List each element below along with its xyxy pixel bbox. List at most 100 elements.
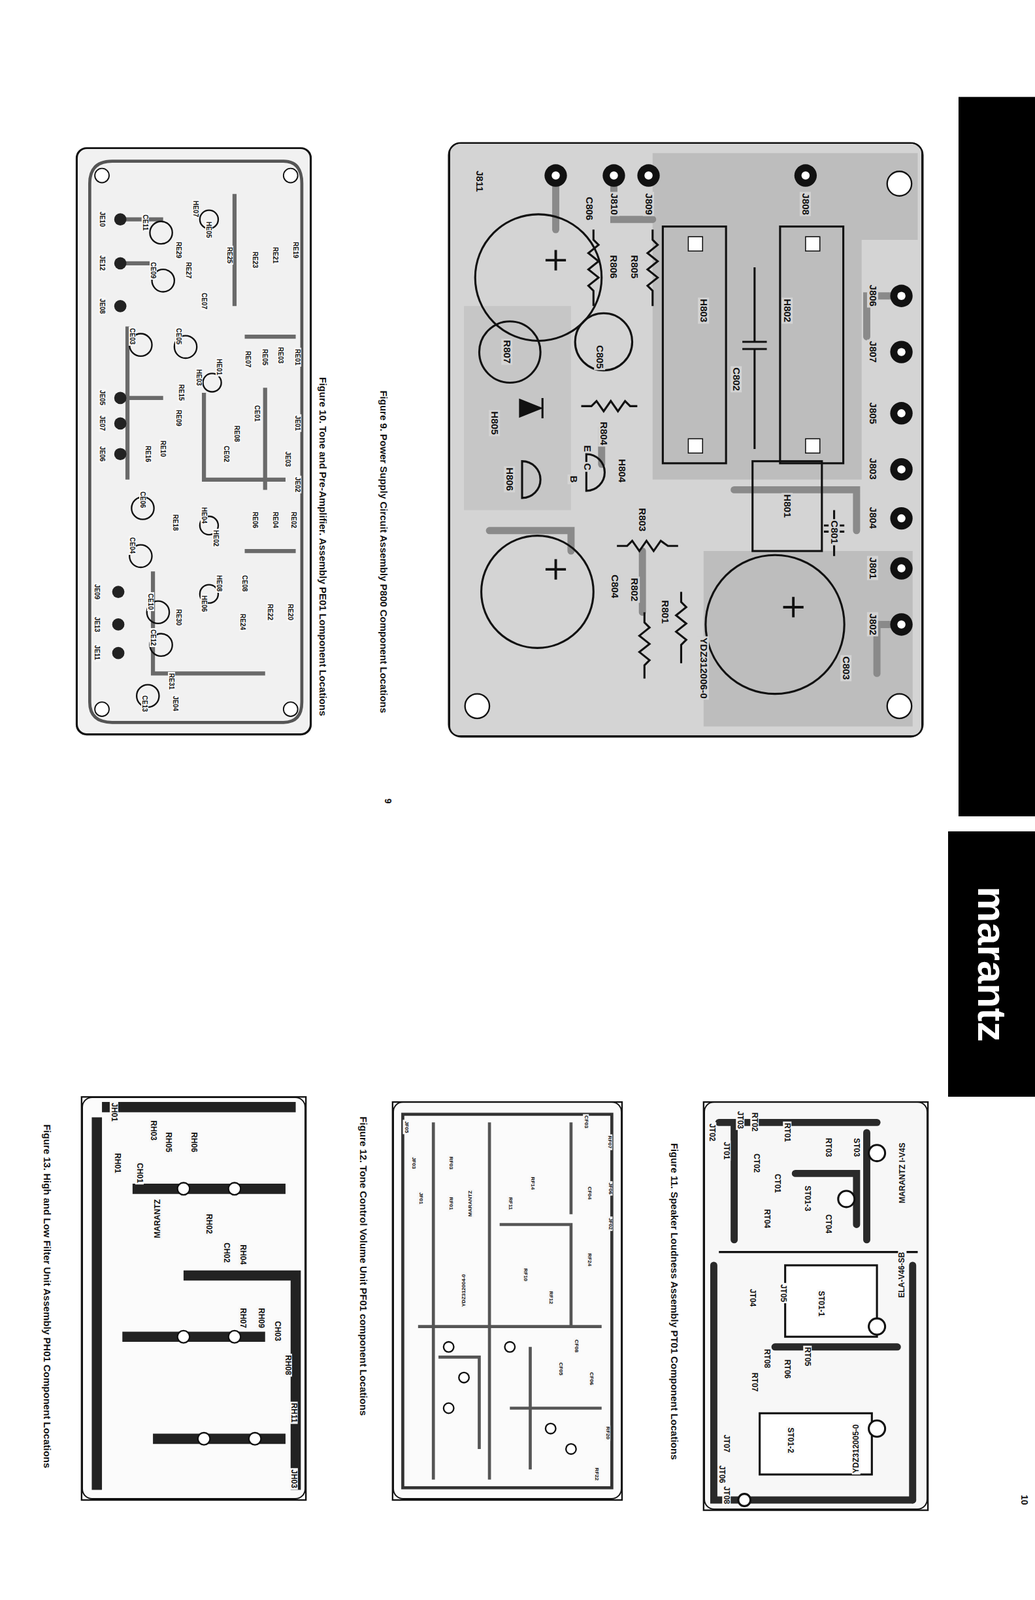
pcb-pt01-artwork (730, 1121, 738, 1240)
component-label: CT04 (823, 1212, 833, 1235)
component-label: J802 (867, 611, 879, 636)
component-label: JT05 (778, 1282, 788, 1303)
component-label: HE02 (212, 528, 220, 548)
component-label: JT02 (707, 1121, 717, 1143)
component-label: RH08 (282, 1353, 292, 1377)
component-label: RE07 (244, 349, 252, 369)
pcb-p800-artwork (545, 250, 566, 271)
pcb-p800-artwork (581, 401, 638, 412)
pcb-pf01-artwork (569, 1121, 574, 1215)
pcb-pf01-artwork (509, 1406, 602, 1410)
pcb-pt01-artwork (908, 1265, 917, 1500)
pcb-pt01-artwork (869, 1317, 886, 1335)
component-label: RE19 (292, 240, 300, 260)
component-label: JF02 (607, 1215, 613, 1231)
component-label: HE06 (200, 593, 208, 613)
component-label: MARANTZ I-V4S (897, 1140, 907, 1205)
pcb-pf01-artwork (443, 1402, 455, 1414)
component-label: RE10 (159, 439, 167, 459)
component-label: CE12 (149, 627, 157, 647)
pcb-p800-artwork (752, 461, 822, 551)
component-label: JE02 (294, 475, 302, 494)
pcb-p800-artwork (897, 514, 905, 523)
pcb-pf01-artwork (392, 1101, 623, 1500)
component-label: CT02 (752, 1151, 762, 1173)
component-label: R807 (501, 338, 513, 365)
component-label: RE31 (167, 671, 176, 691)
component-label: CH01 (135, 1161, 144, 1184)
pcb-p800-artwork (602, 164, 625, 187)
pcb-ph01-artwork (177, 1182, 262, 1445)
component-label: RF20 (604, 1425, 611, 1441)
component-label: RH04 (238, 1242, 247, 1266)
pcb-pf01-artwork (392, 1101, 623, 1500)
pcb-p800-artwork (448, 143, 924, 738)
component-label: R803 (637, 507, 649, 534)
component-label: CH03 (273, 1319, 282, 1343)
component-label: C804 (609, 573, 621, 600)
pcb-pe01-artwork (125, 326, 130, 480)
component-label: RT01 (782, 1121, 792, 1143)
pcb-pt01-artwork (774, 1342, 898, 1350)
component-label: RE08 (233, 424, 241, 444)
brand-logo: marantz (969, 886, 1014, 1042)
pcb-pt01-artwork (703, 1101, 928, 1510)
pcb-pe01-artwork (114, 392, 127, 405)
component-label: RE30 (175, 607, 183, 627)
pcb-ph01-artwork (197, 1432, 211, 1445)
component-label: RT08 (762, 1347, 772, 1369)
pcb-p800-artwork (639, 550, 647, 613)
component-label: H803 (697, 297, 709, 325)
pcb-pt01-artwork (869, 1144, 886, 1162)
component-label: RE24 (239, 612, 247, 632)
component-label: JE08 (98, 296, 106, 315)
pcb-pe01-artwork (112, 585, 125, 598)
component-label: J803 (867, 456, 879, 481)
component-label: JE10 (98, 210, 106, 229)
pcb-p800-artwork (481, 535, 594, 649)
pcb-p800-artwork (794, 164, 817, 187)
component-label: JH01 (109, 1100, 119, 1123)
pcb-p800-artwork (586, 454, 605, 491)
pcb-p800-artwork (465, 693, 490, 719)
component-label: RE04 (271, 510, 280, 530)
component-label: CE09 (149, 260, 157, 280)
component-label: H801 (781, 492, 793, 519)
pcb-pf01-artwork (418, 1121, 602, 1479)
component-label: C (582, 461, 594, 472)
pcb-pe01-artwork (120, 395, 164, 400)
component-label: YDZ312006-0 (698, 635, 710, 700)
component-label: RE03 (277, 345, 285, 365)
circuit-board: Figure 10. Tone and Pre-Amplifier. Assem… (76, 147, 312, 734)
pcb-pf01-artwork (431, 1121, 436, 1479)
pcb-pf01-artwork (443, 1341, 455, 1352)
component-label: CF03 (583, 1114, 590, 1130)
component-label: H802 (781, 297, 793, 325)
component-label: RE20 (286, 602, 295, 622)
pcb-pe01-artwork (120, 194, 296, 674)
pcb-p800-artwork (783, 596, 804, 617)
pcb-p800-artwork (897, 347, 905, 356)
pcb-p800-artwork (889, 284, 913, 308)
pcb-pf01-artwork (488, 1121, 492, 1479)
pcb-p800-artwork (889, 458, 913, 481)
pcb-p800-artwork (889, 556, 913, 579)
component-label: JE09 (93, 582, 101, 600)
component-label: JF05 (403, 1119, 410, 1134)
pcb-p800-artwork (705, 554, 845, 694)
pcb-p800-artwork (544, 164, 567, 187)
component-label: RH07 (238, 1306, 247, 1330)
component-label: J810 (608, 191, 620, 216)
pcb-pf01-artwork (402, 1114, 612, 1488)
component-label: CT01 (772, 1172, 782, 1194)
figure-caption: Figure 10. Tone and Pre-Amplifier. Assem… (317, 377, 329, 716)
pcb-pf01-artwork (528, 1346, 532, 1469)
circuit-board: Figure 9. Power Supply Circuit Assembly … (448, 142, 924, 736)
pcb-ph01-artwork (122, 1330, 265, 1342)
component-label: J801 (867, 555, 879, 580)
component-label: J811 (473, 169, 485, 194)
component-label: R805 (628, 254, 640, 281)
pcb-ph01-artwork (101, 1101, 296, 1113)
